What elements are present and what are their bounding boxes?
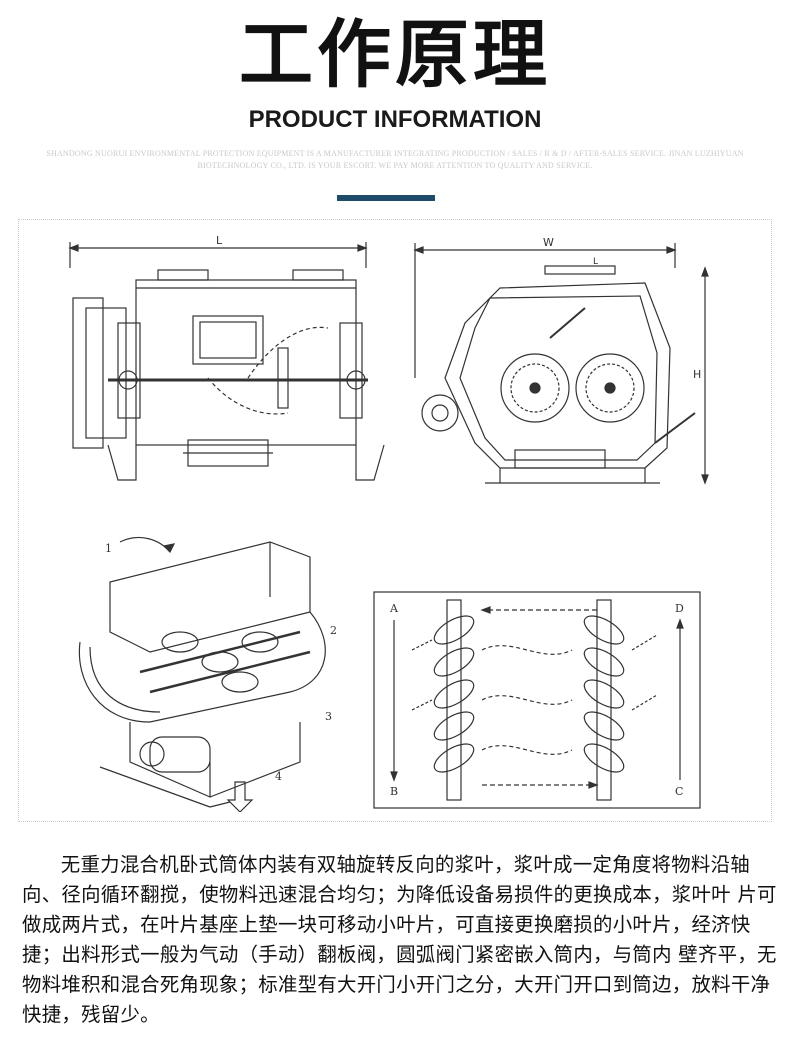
company-fine-print: SHANDONG NUORUI ENVIRONMENTAL PROTECTION… [46,149,744,170]
callout-4: 4 [275,770,282,783]
cutaway-drawing: 1 2 3 4 [60,522,360,812]
drawings-panel [18,219,772,822]
side-width-label: W [543,236,554,249]
side-view-drawing: W H L [405,228,735,496]
side-small-label: L [593,257,598,267]
callout-1: 1 [105,542,112,555]
front-dim-label: L [216,234,223,247]
page-title: 工作原理 [239,12,551,98]
flow-label-a: A [389,602,399,615]
flow-label-d: D [675,602,684,615]
description-paragraph: 无重力混合机卧式筒体内装有双轴旋转反向的浆叶，浆叶成一定角度将物料沿轴向、径向循… [22,853,777,1026]
flow-diagram: A B C D [372,590,702,810]
accent-bar [337,195,435,201]
front-view-drawing: L [58,228,388,490]
callout-3: 3 [325,710,332,723]
side-height-label: H [693,368,701,381]
flow-label-c: C [675,785,683,798]
flow-label-b: B [390,785,398,798]
page-subtitle: PRODUCT INFORMATION [248,106,542,133]
callout-2: 2 [330,624,337,637]
